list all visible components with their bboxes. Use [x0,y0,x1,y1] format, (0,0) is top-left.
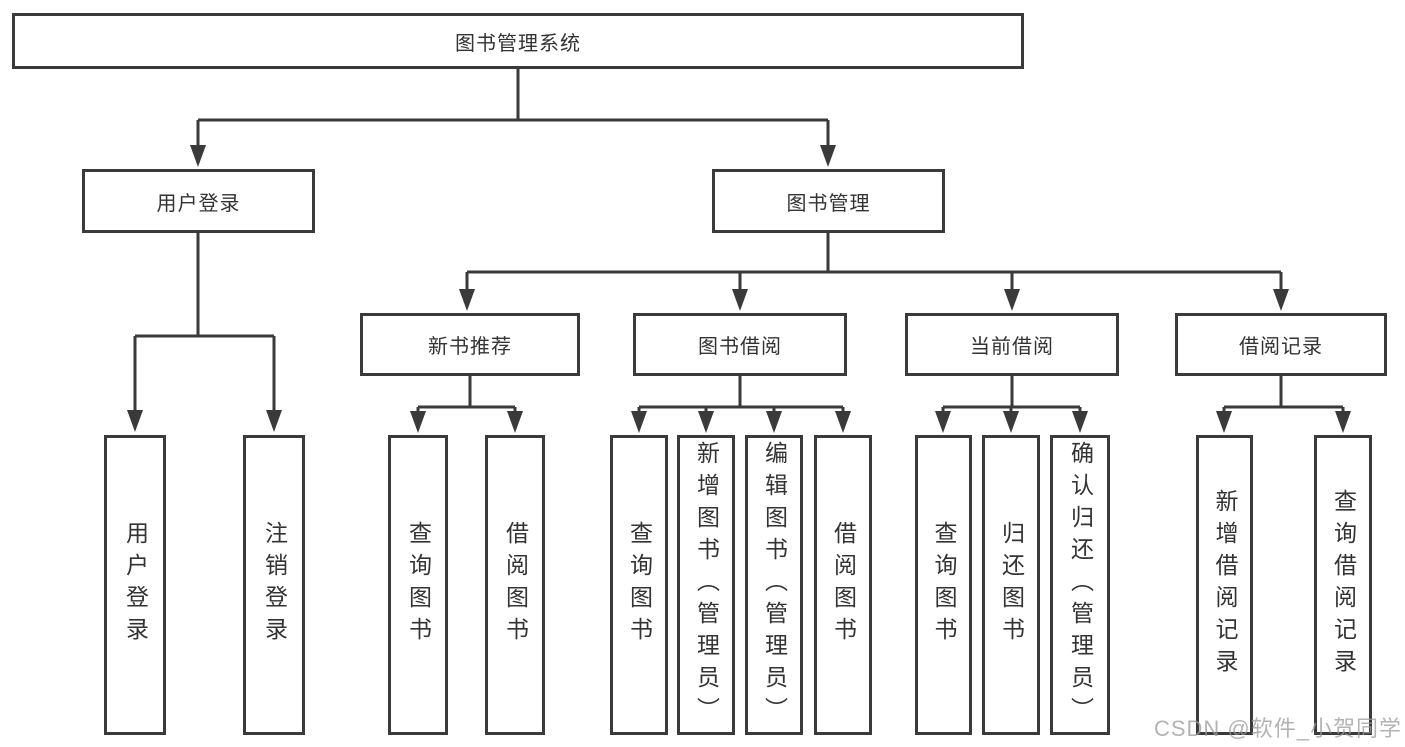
leaf-borrow-books-1-label: 借阅图书 [502,521,529,649]
node-book-borrow: 图书借阅 [633,313,847,376]
leaf-return-books: 归还图书 [982,435,1040,735]
node-book-management-label: 图书管理 [786,192,871,215]
leaf-edit-books-admin-label: 编辑图书（管理员） [761,441,788,729]
node-borrow-records: 借阅记录 [1175,313,1387,376]
leaf-logout: 注销登录 [243,435,305,735]
leaf-query-books-2-label: 查询图书 [626,521,653,649]
node-root: 图书管理系统 [12,13,1024,69]
leaf-return-books-label: 归还图书 [998,521,1025,649]
leaf-query-borrow-record: 查询借阅记录 [1314,435,1372,735]
leaf-borrow-books-2-label: 借阅图书 [830,521,857,649]
node-new-book-recommend: 新书推荐 [360,313,580,376]
node-current-borrow-label: 当前借阅 [970,336,1054,358]
leaf-add-borrow-record: 新增借阅记录 [1196,435,1253,735]
leaf-query-books-3: 查询图书 [915,435,972,735]
leaf-borrow-books-2: 借阅图书 [814,435,872,735]
leaf-query-borrow-record-label: 查询借阅记录 [1330,489,1357,681]
leaf-logout-label: 注销登录 [261,521,288,649]
leaf-query-books-2: 查询图书 [610,435,668,735]
leaf-user-login: 用户登录 [104,435,166,735]
leaf-borrow-books-1: 借阅图书 [485,435,545,735]
node-book-borrow-label: 图书借阅 [698,336,782,358]
node-new-book-recommend-label: 新书推荐 [428,336,512,358]
leaf-confirm-return-admin: 确认归还（管理员） [1050,435,1110,735]
node-user-login-label: 用户登录 [156,192,241,215]
leaf-confirm-return-admin-label: 确认归还（管理员） [1067,441,1094,729]
node-current-borrow: 当前借阅 [905,313,1119,376]
csdn-watermark: CSDN @软件_小贺同学 [1153,716,1402,741]
leaf-query-books-1: 查询图书 [388,435,448,735]
leaf-user-login-label: 用户登录 [122,521,149,649]
node-borrow-records-label: 借阅记录 [1239,336,1323,358]
node-root-label: 图书管理系统 [455,32,581,55]
leaf-add-books-admin: 新增图书（管理员） [677,435,735,735]
node-user-login: 用户登录 [82,169,315,233]
leaf-edit-books-admin: 编辑图书（管理员） [745,435,803,735]
leaf-query-books-1-label: 查询图书 [405,521,432,649]
node-book-management: 图书管理 [712,169,945,233]
leaf-add-books-admin-label: 新增图书（管理员） [693,441,720,729]
leaf-add-borrow-record-label: 新增借阅记录 [1212,489,1238,681]
leaf-query-books-3-label: 查询图书 [931,521,957,649]
